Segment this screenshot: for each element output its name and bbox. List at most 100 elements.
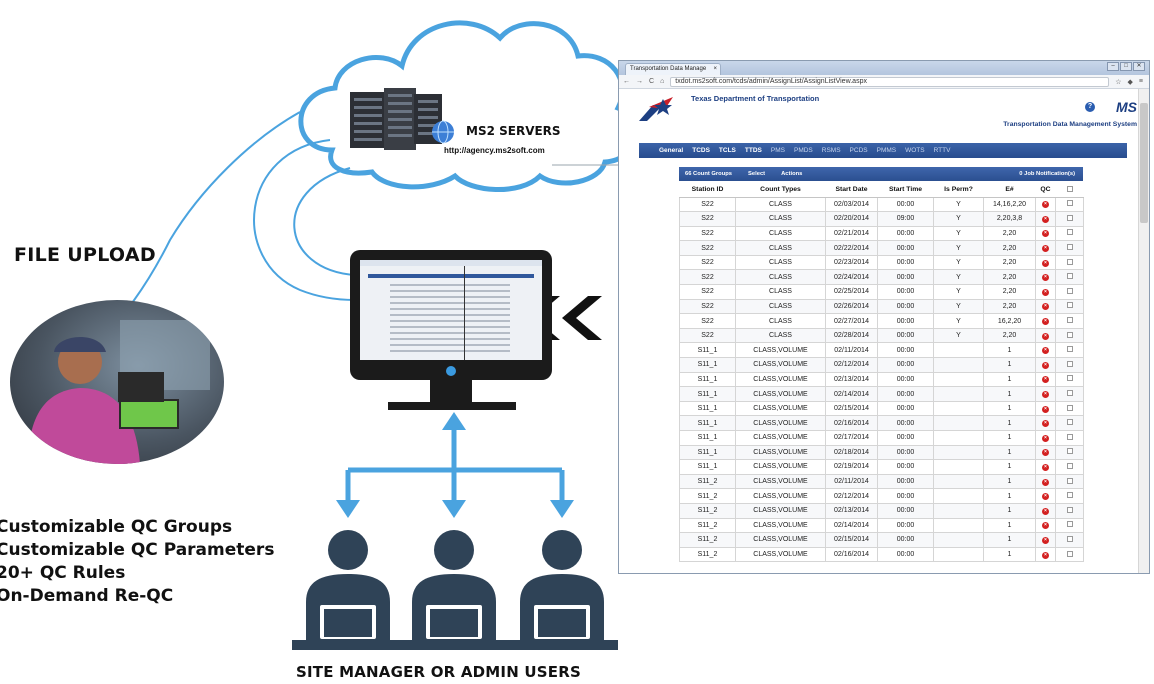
qc-fail-icon[interactable]: × [1042, 507, 1049, 515]
qc-fail-icon[interactable]: × [1042, 259, 1049, 267]
qc-fail-icon[interactable]: × [1042, 536, 1049, 544]
column-header[interactable]: QC [1035, 183, 1056, 198]
qc-fail-icon[interactable]: × [1042, 288, 1049, 296]
row-checkbox[interactable] [1066, 302, 1073, 309]
row-checkbox[interactable] [1066, 477, 1073, 484]
close-window-icon[interactable]: ✕ [1133, 62, 1145, 71]
qc-fail-icon[interactable]: × [1042, 493, 1049, 501]
scrollbar-thumb[interactable] [1140, 103, 1148, 223]
row-checkbox[interactable] [1066, 317, 1073, 324]
row-checkbox[interactable] [1066, 521, 1073, 528]
job-notifications-link[interactable]: 0 Job Notification(s) [1019, 171, 1075, 177]
row-checkbox[interactable] [1066, 448, 1073, 455]
home-icon[interactable]: ⌂ [660, 78, 665, 85]
row-checkbox[interactable] [1066, 550, 1073, 557]
menu-item-rttv[interactable]: RTTV [933, 147, 951, 154]
menu-item-rsms[interactable]: RSMS [821, 147, 841, 154]
vertical-scrollbar[interactable] [1138, 89, 1149, 573]
qc-fail-icon[interactable]: × [1042, 434, 1049, 442]
row-checkbox[interactable] [1066, 492, 1073, 499]
qc-fail-icon[interactable]: × [1042, 420, 1049, 428]
qc-fail-icon[interactable]: × [1042, 551, 1049, 559]
row-checkbox[interactable] [1066, 360, 1073, 367]
qc-fail-icon[interactable]: × [1042, 347, 1049, 355]
select-all-checkbox[interactable] [1055, 183, 1084, 198]
qc-fail-icon[interactable]: × [1042, 274, 1049, 282]
qc-fail-icon[interactable]: × [1042, 478, 1049, 486]
column-header[interactable]: Start Time [877, 183, 934, 198]
row-checkbox[interactable] [1066, 419, 1073, 426]
extension-icon[interactable]: ◆ [1127, 78, 1133, 86]
column-header[interactable]: E# [983, 183, 1036, 198]
qc-fail-icon[interactable]: × [1042, 391, 1049, 399]
qc-fail-icon[interactable]: × [1042, 522, 1049, 530]
qc-fail-icon[interactable]: × [1042, 318, 1049, 326]
menu-item-pcds[interactable]: PCDS [849, 147, 868, 154]
row-checkbox[interactable] [1066, 375, 1073, 382]
row-checkbox[interactable] [1066, 462, 1073, 469]
menu-item-pmds[interactable]: PMDS [793, 147, 813, 154]
reload-icon[interactable]: C [649, 78, 655, 85]
row-checkbox[interactable] [1066, 200, 1073, 207]
column-header[interactable]: Start Date [825, 183, 878, 198]
column-header[interactable]: Is Perm? [933, 183, 984, 198]
menu-item-ttds[interactable]: TTDS [744, 147, 762, 154]
menu-icon[interactable]: ≡ [1138, 77, 1143, 85]
column-header[interactable]: Station ID [679, 183, 736, 198]
menu-item-general[interactable]: General [659, 147, 684, 154]
qc-fail-icon[interactable]: × [1042, 303, 1049, 311]
menu-item-pms[interactable]: PMS [770, 147, 785, 154]
menu-item-wots[interactable]: WOTS [905, 147, 925, 154]
qc-fail-icon[interactable]: × [1042, 201, 1049, 209]
column-header[interactable]: Count Types [735, 183, 826, 198]
qc-fail-icon[interactable]: × [1042, 449, 1049, 457]
help-icon[interactable]: ? [1085, 102, 1095, 112]
row-checkbox[interactable] [1066, 273, 1073, 280]
qc-fail-icon[interactable]: × [1042, 230, 1049, 238]
menu-item-tcds[interactable]: TCDS [692, 147, 710, 154]
url-input[interactable]: txdot.ms2soft.com/tcds/admin/AssignList/… [670, 76, 1110, 87]
row-checkbox[interactable] [1066, 506, 1073, 513]
minimize-icon[interactable]: – [1107, 62, 1119, 71]
qc-fail-icon[interactable]: × [1042, 245, 1049, 253]
row-checkbox[interactable] [1066, 404, 1073, 411]
menu-item-pmms[interactable]: PMMS [876, 147, 897, 154]
forward-icon[interactable]: → [636, 78, 643, 85]
row-checkbox[interactable] [1066, 331, 1073, 338]
select-menu[interactable]: Select [748, 171, 766, 177]
qc-fail-icon[interactable]: × [1042, 376, 1049, 384]
qc-fail-icon[interactable]: × [1042, 463, 1049, 471]
row-checkbox[interactable] [1066, 229, 1073, 236]
row-checkbox[interactable] [1066, 258, 1073, 265]
qc-fail-icon[interactable]: × [1042, 332, 1049, 340]
row-checkbox[interactable] [1066, 214, 1073, 221]
row-checkbox[interactable] [1066, 535, 1073, 542]
actions-menu[interactable]: Actions [781, 171, 803, 177]
row-checkbox[interactable] [1066, 287, 1073, 294]
maximize-icon[interactable]: □ [1120, 62, 1132, 71]
row-checkbox[interactable] [1066, 244, 1073, 251]
row-checkbox[interactable] [1066, 346, 1073, 353]
qc-fail-icon[interactable]: × [1042, 215, 1049, 223]
back-icon[interactable]: ← [623, 78, 630, 85]
star-icon[interactable]: ☆ [1115, 78, 1122, 86]
